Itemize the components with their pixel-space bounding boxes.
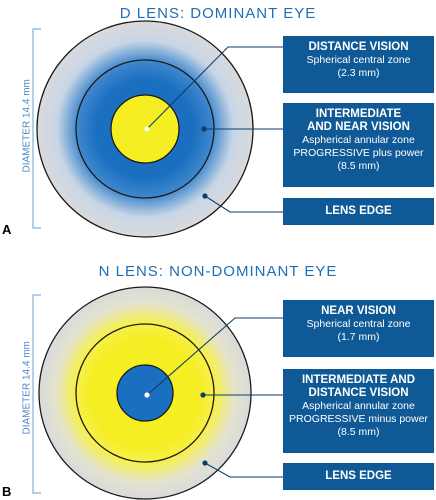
leader-edge-a: [204, 195, 283, 213]
leader-near: [146, 317, 283, 396]
intermediate-near-line1: Aspherical annular zone: [302, 134, 415, 146]
label-box-intermediate-distance: INTERMEDIATE AND DISTANCE VISION Aspheri…: [283, 369, 434, 453]
intermediate-distance-heading1: INTERMEDIATE AND: [301, 374, 416, 386]
panel-b-letter: B: [2, 484, 12, 499]
intermediate-distance-line1: Aspherical annular zone: [302, 400, 415, 412]
intermediate-distance-line2: PROGRESSIVE minus power: [289, 413, 428, 425]
leaders-b: [146, 317, 283, 478]
leaders-a: [146, 46, 283, 213]
intermediate-near-heading1: INTERMEDIATE: [315, 108, 402, 120]
diameter-bracket-b: [32, 294, 41, 494]
label-box-intermediate-near: INTERMEDIATE AND NEAR VISION Aspherical …: [283, 103, 434, 187]
label-box-distance-vision: DISTANCE VISION Spherical central zone (…: [283, 36, 434, 93]
distance-vision-line2: (2.3 mm): [337, 67, 380, 79]
leader-distance: [146, 46, 283, 130]
lens-edge-b-heading: LENS EDGE: [325, 470, 392, 482]
near-vision-line1: Spherical central zone: [306, 318, 411, 330]
near-vision-heading: NEAR VISION: [321, 305, 396, 317]
panel-b-title: N LENS: NON-DOMINANT EYE: [98, 263, 338, 280]
near-vision-line2: (1.7 mm): [337, 331, 380, 343]
label-box-near-vision: NEAR VISION Spherical central zone (1.7 …: [283, 300, 434, 357]
intermediate-near-line2: PROGRESSIVE plus power: [293, 147, 424, 159]
panel-a-diameter-label: DIAMETER 14.4 mm: [21, 79, 33, 173]
intermediate-distance-line3: (8.5 mm): [337, 426, 380, 438]
panel-a-title: D LENS: DOMINANT EYE: [119, 5, 317, 22]
lens-b-central-zone: [116, 364, 174, 422]
intermediate-near-line3: (8.5 mm): [337, 160, 380, 172]
diameter-bracket-a: [32, 28, 41, 229]
lens-b: [38, 286, 252, 500]
distance-vision-line1: Spherical central zone: [306, 54, 411, 66]
lens-b-annular-border: [75, 323, 215, 463]
label-box-lens-edge-a: LENS EDGE: [283, 198, 434, 225]
distance-vision-heading: DISTANCE VISION: [308, 41, 409, 53]
intermediate-near-heading2: AND NEAR VISION: [307, 121, 410, 133]
lens-edge-a-heading: LENS EDGE: [325, 205, 392, 217]
leader-edge-b: [204, 462, 283, 478]
panel-b-diameter-label: DIAMETER 14.4 mm: [21, 341, 33, 435]
intermediate-distance-heading2: DISTANCE VISION: [308, 387, 409, 399]
panel-a-letter: A: [2, 222, 12, 237]
label-box-lens-edge-b: LENS EDGE: [283, 463, 434, 490]
